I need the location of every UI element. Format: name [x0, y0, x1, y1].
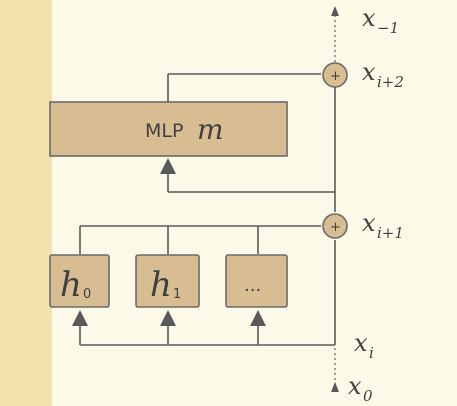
head-0-box: [49, 254, 110, 308]
residual-add-bottom-icon: [322, 213, 348, 239]
label-x-i1-sub: i+1: [377, 224, 404, 242]
residual-add-top-icon: [322, 62, 348, 88]
residual-add-top-symbol: +: [330, 69, 341, 84]
label-x-i1: x: [362, 209, 376, 237]
mlp-box: [49, 101, 288, 157]
head-1-subscript: 1: [173, 287, 181, 302]
left-margin-strip: [0, 0, 52, 406]
residual-bottom-arrowhead: [331, 382, 339, 392]
label-x-i2-sub: i+2: [377, 73, 404, 91]
label-x-neg1: x: [362, 4, 376, 32]
residual-add-bottom-symbol: +: [330, 220, 341, 235]
label-x-neg1-sub: −1: [377, 19, 399, 37]
mlp-symbol: m: [197, 113, 224, 146]
head-1-box: [135, 254, 200, 308]
head-0-subscript: 0: [83, 287, 91, 302]
label-x-0: x: [348, 372, 362, 400]
head-1-label: h: [150, 265, 172, 305]
head-more-label: ...: [244, 275, 261, 296]
label-x-i: x: [354, 329, 368, 357]
label-x-i-sub: i: [369, 344, 374, 362]
label-x-0-sub: 0: [363, 387, 373, 405]
head-more-box: [225, 254, 288, 308]
head-0-label: h: [60, 265, 82, 305]
label-x-i2: x: [362, 58, 376, 86]
residual-top-arrowhead: [331, 6, 339, 16]
mlp-label: MLP: [145, 120, 183, 142]
